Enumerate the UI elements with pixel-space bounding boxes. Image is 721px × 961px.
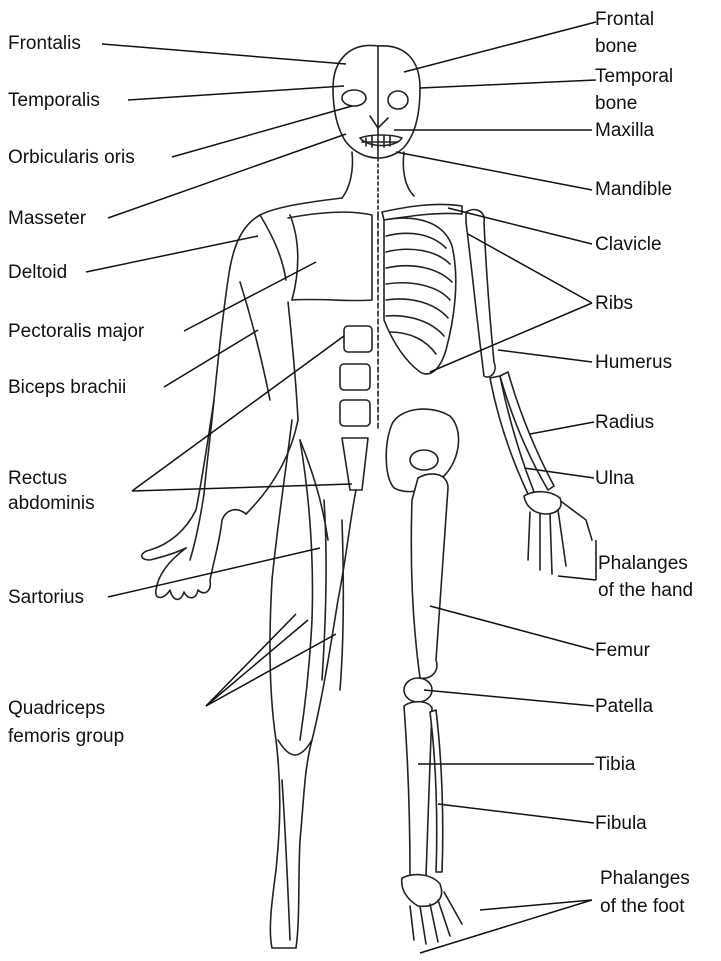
label-phalanges-foot-1: Phalanges (600, 867, 690, 890)
neck-left (342, 152, 353, 198)
leader-sartorius (108, 548, 320, 597)
label-frontalis: Frontalis (8, 32, 81, 55)
foot-bones (402, 875, 462, 944)
label-quadriceps-2: femoris group (8, 725, 124, 748)
obturator (410, 450, 438, 470)
label-clavicle: Clavicle (595, 233, 662, 256)
leader-ulna (524, 468, 594, 478)
leader-frontal-bone (404, 22, 596, 72)
hand-bones (524, 492, 592, 574)
left-leg-outline (270, 420, 356, 948)
abdominal-segment-1 (344, 326, 372, 352)
label-sartorius: Sartorius (8, 586, 84, 609)
leader-patella (424, 690, 594, 706)
label-radius: Radius (595, 411, 654, 434)
leader-pectoralis (184, 262, 316, 331)
leader-deltoid (86, 236, 258, 272)
neck-right (403, 152, 414, 196)
leader-biceps (164, 330, 258, 387)
left-knee (278, 740, 312, 755)
label-maxilla: Maxilla (595, 119, 654, 142)
femur-bone (411, 474, 448, 678)
leader-temporal-bone (420, 80, 596, 88)
label-biceps-brachii: Biceps brachii (8, 376, 126, 399)
label-rectus-abdominis-2: abdominis (8, 492, 95, 515)
leader-frontalis (102, 44, 346, 64)
leader-temporalis (128, 86, 344, 100)
leader-quad-1 (206, 614, 296, 706)
biceps-muscle (240, 282, 298, 420)
leader-humerus (498, 350, 592, 362)
nose (370, 116, 388, 128)
leader-masseter (108, 134, 346, 218)
leader-radius (530, 422, 594, 434)
label-quadriceps-1: Quadriceps (8, 697, 105, 720)
clavicle-bone (382, 204, 462, 220)
quadriceps-lines (322, 500, 343, 690)
eye-socket-left (342, 90, 366, 106)
tibia-bone (404, 702, 432, 876)
eye-socket-right (388, 91, 408, 109)
fibula-bone (430, 710, 443, 872)
abdominal-segment-3 (340, 400, 370, 426)
label-masseter: Masseter (8, 207, 86, 230)
leader-femur (430, 606, 594, 650)
leader-mandible (396, 152, 592, 190)
label-frontal-bone-2: bone (595, 35, 637, 58)
label-temporalis: Temporalis (8, 89, 100, 112)
label-tibia: Tibia (595, 753, 635, 776)
leader-quad-2 (206, 620, 308, 706)
label-phalanges-hand-1: Phalanges (598, 552, 688, 575)
label-patella: Patella (595, 695, 653, 718)
abdominal-segment-4 (342, 438, 368, 490)
label-temporal-bone-1: Temporal (595, 65, 673, 88)
abdominal-segment-2 (340, 364, 370, 390)
label-mandible: Mandible (595, 178, 672, 201)
label-ulna: Ulna (595, 467, 634, 490)
oblique-line (300, 440, 328, 540)
label-frontal-bone-1: Frontal (595, 8, 654, 31)
label-deltoid: Deltoid (8, 261, 67, 284)
leader-rectus-2 (132, 484, 352, 491)
label-orbicularis-oris: Orbicularis oris (8, 146, 135, 169)
pectoral-muscle (288, 212, 372, 300)
label-pectoralis-major: Pectoralis major (8, 320, 144, 343)
deltoid-muscle (260, 215, 298, 300)
label-femur: Femur (595, 639, 650, 662)
label-temporal-bone-2: bone (595, 92, 637, 115)
leader-lines (86, 22, 596, 953)
label-humerus: Humerus (595, 351, 672, 374)
leader-orbicularis (172, 106, 352, 157)
label-phalanges-foot-2: of the foot (600, 895, 685, 918)
label-phalanges-hand-2: of the hand (598, 579, 693, 602)
label-fibula: Fibula (595, 812, 647, 835)
label-rectus-abdominis-1: Rectus (8, 467, 67, 490)
leader-rectus-1 (132, 336, 344, 491)
left-shin-line (282, 780, 290, 940)
leader-phal-hand (558, 576, 596, 580)
label-ribs: Ribs (595, 292, 633, 315)
leader-fibula (438, 804, 594, 823)
